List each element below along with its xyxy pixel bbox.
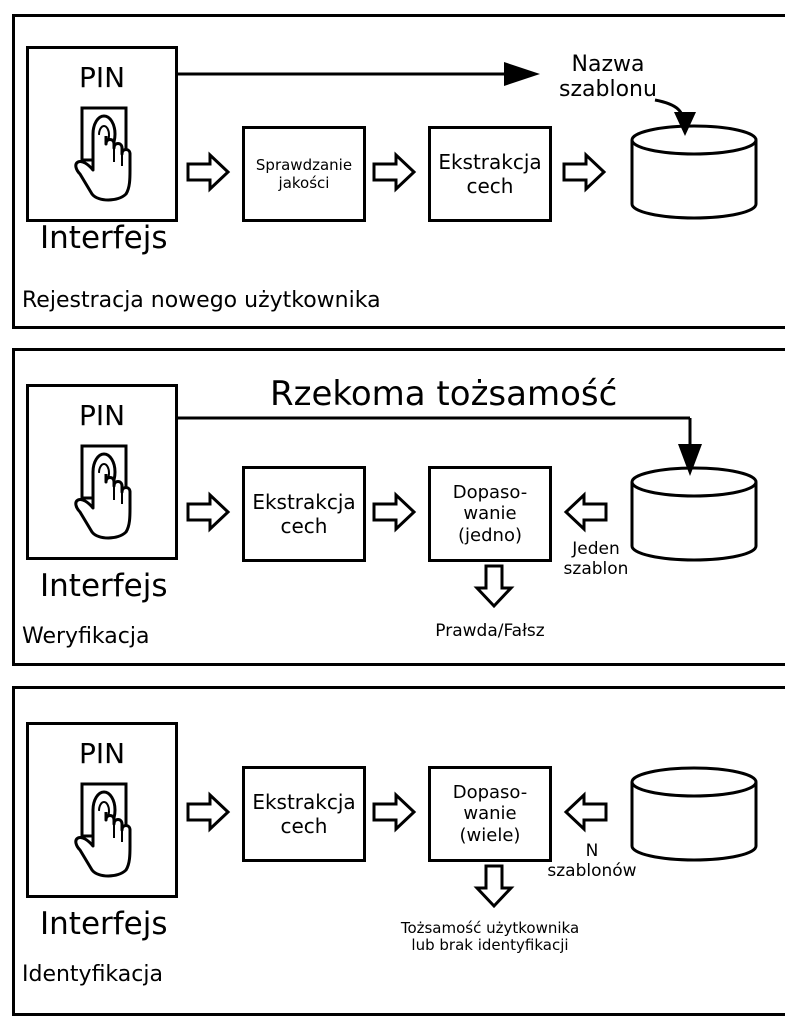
step-quality-check: Sprawdzanie jakości	[242, 126, 366, 222]
interface-label: Interfejs	[40, 220, 168, 256]
step-feature-extraction: Ekstrakcja cech	[242, 466, 366, 562]
step-feature-extraction: Ekstrakcja cech	[242, 766, 366, 862]
panel-title: Identyfikacja	[22, 962, 163, 987]
interface-box	[26, 722, 178, 898]
database-label: Baza danych	[644, 174, 742, 192]
n-templates-label: N szablonów	[547, 841, 637, 881]
true-false-output: Prawda/Fałsz	[435, 621, 545, 641]
database-label: Baza danych	[644, 513, 742, 531]
interface-label: Interfejs	[40, 568, 168, 604]
pin-label: PIN	[78, 737, 126, 770]
claimed-identity-label: Rzekoma tożsamość	[270, 374, 618, 414]
pin-label: PIN	[78, 399, 126, 432]
step-feature-extraction: Ekstrakcja cech	[428, 126, 552, 222]
pin-label: PIN	[78, 61, 126, 94]
database-label: Baza danych	[644, 813, 742, 831]
panel-title: Rejestracja nowego użytkownika	[22, 288, 381, 313]
one-template-label: Jeden szablon	[563, 539, 629, 579]
interface-label: Interfejs	[40, 906, 168, 942]
panel-title: Weryfikacja	[22, 624, 150, 649]
step-matching-many: Dopaso- wanie (wiele)	[428, 766, 552, 862]
template-name-label: Nazwa szablonu	[559, 52, 657, 103]
identity-output: Tożsamość użytkownika lub brak identyfik…	[400, 919, 580, 955]
step-matching-one: Dopaso- wanie (jedno)	[428, 466, 552, 562]
